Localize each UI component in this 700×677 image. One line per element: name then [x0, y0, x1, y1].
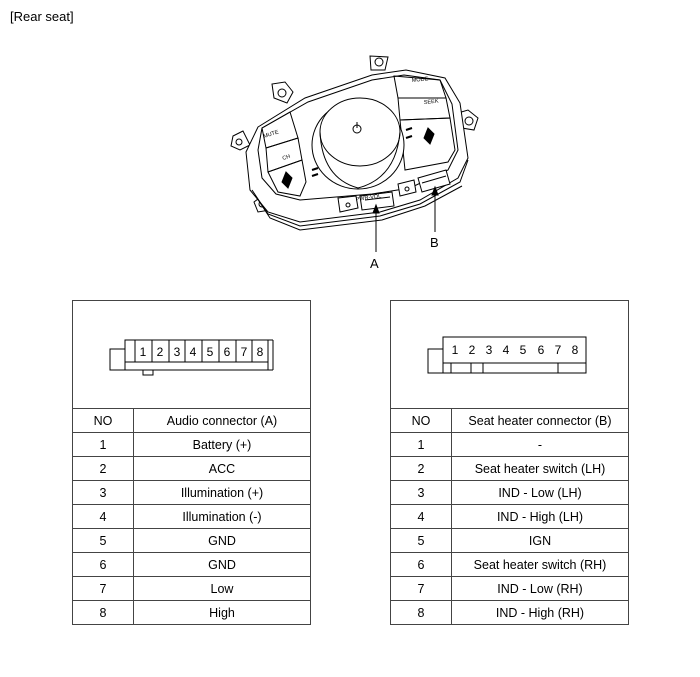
- caption: [Rear seat]: [10, 9, 74, 24]
- rear-seat-control-unit-illustration: MUTE MODE CH SEEK PWR-VOL: [230, 55, 479, 252]
- pin-function: Seat heater switch (LH): [451, 456, 629, 481]
- connector-a-socket: [337, 191, 395, 213]
- mute-button-label: MUTE: [263, 129, 280, 140]
- volume-knob: [311, 97, 405, 190]
- pin-label-5: 5: [520, 343, 527, 357]
- pwr-vol-label: PWR-VOL: [355, 193, 381, 203]
- pin-number: 5: [72, 528, 134, 553]
- pin-label-3: 3: [486, 343, 493, 357]
- pin-function: Seat heater switch (RH): [451, 552, 629, 577]
- pin-label-2: 2: [157, 345, 164, 359]
- seat-heater-icon-right: [405, 127, 435, 145]
- audio-connector-drawing: 1 2 3 4 5 6 7 8: [72, 300, 311, 409]
- pin-function: Illumination (+): [133, 480, 311, 505]
- pin-function: IGN: [451, 528, 629, 553]
- pin-label-6: 6: [224, 345, 231, 359]
- column-header-name: Audio connector (A): [133, 408, 311, 433]
- pin-label-2: 2: [469, 343, 476, 357]
- pin-function: GND: [133, 528, 311, 553]
- pin-label-1: 1: [140, 345, 147, 359]
- pin-function: Low: [133, 576, 311, 601]
- pin-number: 5: [390, 528, 452, 553]
- pin-number: 7: [390, 576, 452, 601]
- pin-label-5: 5: [207, 345, 214, 359]
- pin-function: IND - Low (RH): [451, 576, 629, 601]
- pin-label-7: 7: [555, 343, 562, 357]
- pin-number: 3: [72, 480, 134, 505]
- pin-function: Battery (+): [133, 432, 311, 457]
- seat-heater-connector-table: 1 2 3 4 5 6 7 8 NO Seat heater connector…: [390, 300, 629, 625]
- pin-label-4: 4: [190, 345, 197, 359]
- pin-number: 6: [72, 552, 134, 577]
- seat-heater-connector-drawing: 1 2 3 4 5 6 7 8: [390, 300, 629, 409]
- pin-number: 2: [72, 456, 134, 481]
- pin-number: 4: [390, 504, 452, 529]
- callout-label-a: A: [370, 256, 379, 271]
- seat-heater-icon-left: [281, 167, 319, 189]
- pin-function: IND - High (LH): [451, 504, 629, 529]
- pin-number: 1: [390, 432, 452, 457]
- pin-number: 8: [390, 600, 452, 625]
- pin-function: ACC: [133, 456, 311, 481]
- pin-function: GND: [133, 552, 311, 577]
- pin-number: 6: [390, 552, 452, 577]
- connector-b-socket: [397, 169, 451, 197]
- pin-function: IND - Low (LH): [451, 480, 629, 505]
- pin-label-4: 4: [503, 343, 510, 357]
- pin-number: 2: [390, 456, 452, 481]
- pin-label-3: 3: [174, 345, 181, 359]
- pin-number: 3: [390, 480, 452, 505]
- ch-button-label: CH: [282, 154, 291, 162]
- pin-number: 7: [72, 576, 134, 601]
- pin-number: 4: [72, 504, 134, 529]
- callout-label-b: B: [430, 235, 439, 250]
- column-header-no: NO: [390, 408, 452, 433]
- pin-label-6: 6: [538, 343, 545, 357]
- table-header-row: NO Audio connector (A): [72, 408, 311, 433]
- column-header-name: Seat heater connector (B): [451, 408, 629, 433]
- pin-function: Illumination (-): [133, 504, 311, 529]
- column-header-no: NO: [72, 408, 134, 433]
- pin-function: -: [451, 432, 629, 457]
- pin-label-8: 8: [257, 345, 264, 359]
- pin-number: 8: [72, 600, 134, 625]
- pin-number: 1: [72, 432, 134, 457]
- pin-label-1: 1: [452, 343, 459, 357]
- table-header-row: NO Seat heater connector (B): [390, 408, 629, 433]
- table-row: 1-: [390, 432, 629, 457]
- seek-button-label: SEEK: [424, 98, 440, 106]
- pin-label-8: 8: [572, 343, 579, 357]
- pin-function: IND - High (RH): [451, 600, 629, 625]
- pin-function: High: [133, 600, 311, 625]
- pin-label-7: 7: [241, 345, 248, 359]
- mode-button-label: MODE: [412, 76, 429, 84]
- audio-connector-table: 1 2 3 4 5 6 7 8 NO Audio connector (A) 1…: [72, 300, 311, 625]
